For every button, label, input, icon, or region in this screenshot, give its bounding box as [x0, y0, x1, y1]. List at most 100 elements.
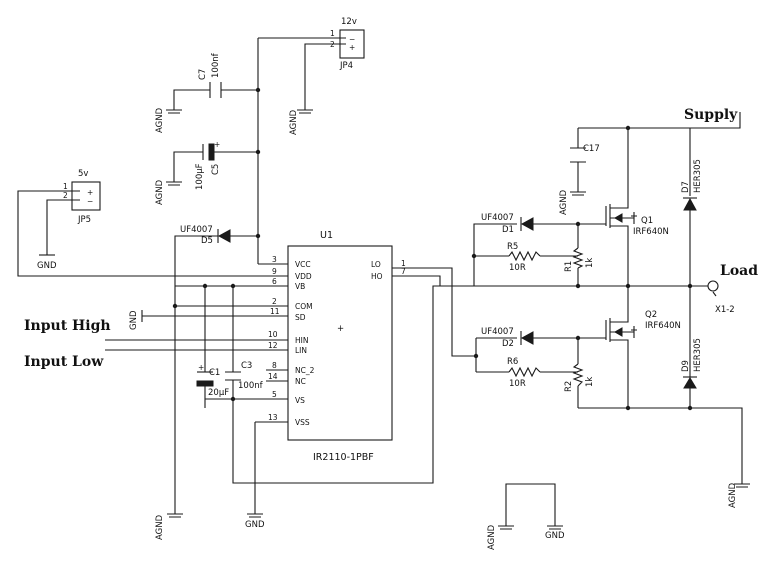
- c17-plates: [570, 147, 586, 163]
- load-label: Load: [720, 263, 758, 279]
- junction: [575, 283, 581, 289]
- r2-zigzag: [572, 363, 584, 387]
- r1-ref: R1: [564, 261, 574, 272]
- c7-plates: [209, 82, 222, 98]
- junction: [625, 405, 631, 411]
- d7-part: HER305: [693, 159, 703, 193]
- c5-value: 100µF: [195, 163, 205, 190]
- r5-value: 10R: [509, 263, 526, 273]
- nc-stubs: [266, 369, 288, 382]
- wire-jp4-gnd: [304, 43, 337, 110]
- input-low-label: Input Low: [24, 354, 104, 370]
- diode-d9: D9 HER305: [681, 338, 703, 389]
- gnd-symbol: [547, 525, 563, 530]
- agnd-symbol: [498, 525, 514, 530]
- load-ref-pointer: [712, 291, 717, 297]
- c3-plates: [225, 371, 241, 381]
- d9-part: HER305: [693, 338, 703, 372]
- c1-plate-filled: [196, 380, 214, 387]
- wire-caps-low: [204, 380, 234, 408]
- q1-arrow: [613, 213, 623, 223]
- pin-name-com: COM: [295, 302, 313, 311]
- agnd-label: AGND: [289, 109, 299, 135]
- jp5-ref: JP5: [77, 215, 91, 225]
- pin-num-nc: 14: [268, 372, 278, 381]
- wire-jp5-gnd: [46, 199, 60, 255]
- d9-ref: D9: [681, 360, 691, 372]
- d1-triangle: [520, 217, 534, 231]
- pin-name-vcc: VCC: [295, 260, 311, 269]
- d2-ref: D2: [502, 339, 514, 349]
- junction: [625, 125, 631, 131]
- diode-d5: UF4007 D5: [180, 225, 231, 246]
- q2-ref: Q2: [645, 310, 657, 320]
- jp5-body: [71, 181, 101, 211]
- d2-triangle: [520, 331, 534, 345]
- load-terminal: [707, 280, 719, 292]
- agnd-label: AGND: [155, 514, 165, 540]
- diode-d7: D7 HER305: [681, 159, 703, 211]
- jp5-pins: [60, 190, 80, 201]
- q1-part: IRF640N: [633, 227, 669, 237]
- jp4-pin2: 2: [330, 40, 335, 49]
- pin-name-ho: HO: [371, 272, 383, 281]
- gnd-symbol: [247, 513, 263, 518]
- pin-name-nc2: NC_2: [295, 366, 315, 375]
- q1-body-diode: [622, 212, 637, 224]
- resistor-r5: R5 10R: [507, 242, 541, 273]
- pin-num-vss: 13: [268, 413, 278, 422]
- capacitor-c3: C3 100nf: [225, 361, 264, 391]
- junction: [473, 353, 479, 359]
- gnd-label: GND: [129, 310, 139, 330]
- capacitor-c5: + 100µF C5: [195, 140, 221, 190]
- d9-triangle: [683, 377, 697, 389]
- load-ref-label: X1-2: [715, 305, 735, 315]
- wires: [17, 37, 743, 526]
- junction: [687, 405, 693, 411]
- jp4-pins: [337, 37, 346, 45]
- q2-gate: [605, 318, 611, 342]
- wire-lo: [392, 267, 476, 357]
- junction: [202, 283, 208, 289]
- pin-num-hin: 10: [268, 330, 278, 339]
- d5-triangle: [217, 229, 231, 243]
- wire-d5: [174, 235, 258, 286]
- pin-num-vdd: 9: [272, 267, 277, 276]
- wire-supply: [577, 112, 741, 192]
- junction: [625, 283, 631, 289]
- jp4-plus: +: [349, 43, 355, 52]
- agnd-symbol: [166, 109, 182, 114]
- d7-triangle: [683, 197, 697, 211]
- wire-vb-caps: [204, 286, 234, 372]
- pin-num-ho: 7: [401, 267, 406, 276]
- agnd-label: AGND: [487, 524, 497, 550]
- c1-value: 20µF: [208, 388, 229, 398]
- jp5-minus: −: [87, 197, 93, 206]
- c5-plate-filled: [208, 143, 215, 161]
- pin-num-nc2: 8: [272, 361, 277, 370]
- junction: [575, 335, 581, 341]
- junction: [255, 233, 261, 239]
- capacitor-c17: C17: [570, 144, 600, 163]
- wire-stray-gnd: [505, 483, 556, 526]
- u1-body: [287, 245, 393, 441]
- diode-d1: UF4007 D1: [481, 213, 534, 235]
- jp4-pin1: 1: [330, 29, 335, 38]
- u1-ref: U1: [320, 230, 333, 241]
- c5-ref: C5: [211, 164, 221, 175]
- wire-c5: [173, 151, 258, 182]
- net-labels: AGND AGND AGND GND GND AGND GND AGND GND…: [24, 107, 758, 550]
- u1-part: IR2110-1PBF: [313, 452, 374, 463]
- r1-value: 1k: [585, 258, 595, 268]
- wire-lo-gate: [475, 337, 578, 373]
- q1-ref: Q1: [641, 216, 653, 226]
- wire-ho-gate: [473, 223, 578, 286]
- r5-ref: R5: [507, 242, 518, 252]
- pin-num-lo: 1: [401, 259, 406, 268]
- jp5-pin1: 1: [63, 182, 68, 191]
- jp4-ref: JP4: [339, 61, 353, 71]
- c5-plus: +: [214, 140, 220, 149]
- pin-name-nc: NC: [295, 377, 306, 386]
- d5-ref: D5: [201, 236, 213, 246]
